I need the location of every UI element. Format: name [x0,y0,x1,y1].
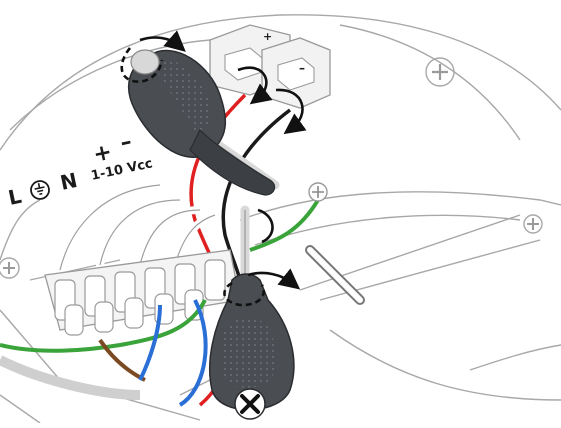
rotation-arrow-icon [120,30,186,83]
housing-screw-right [425,57,455,87]
rotation-arrow-icon [237,66,307,135]
housing-screw-far-right [523,214,543,234]
lower-screwdriver [208,205,295,420]
earth-wire [0,299,207,353]
earth-symbol-icon [30,180,50,200]
plus-label: + [91,140,114,168]
housing-screw-left [0,257,20,279]
rotation-arrow-icon [223,268,301,307]
connector-plus-label: + [263,30,272,43]
terminal-block [44,249,241,336]
minus-label: – [118,129,134,156]
neutral-wire [138,304,162,381]
neutral-wire-loop [178,299,208,407]
earth-screw-right [308,182,328,202]
earth-wire-right [249,198,320,252]
rotation-arrow-icon [257,208,274,244]
mains-cable-sheath [0,355,141,400]
neutral-label: N [58,168,79,195]
terminal-labels: L N + – 1-10 Vcc [6,129,154,210]
connector-minus-label: – [299,61,305,75]
dimming-connector-minus: – [261,37,331,109]
upper-screwdriver [127,49,280,196]
live-label: L [6,184,24,210]
phillips-screw-icon [234,388,266,420]
